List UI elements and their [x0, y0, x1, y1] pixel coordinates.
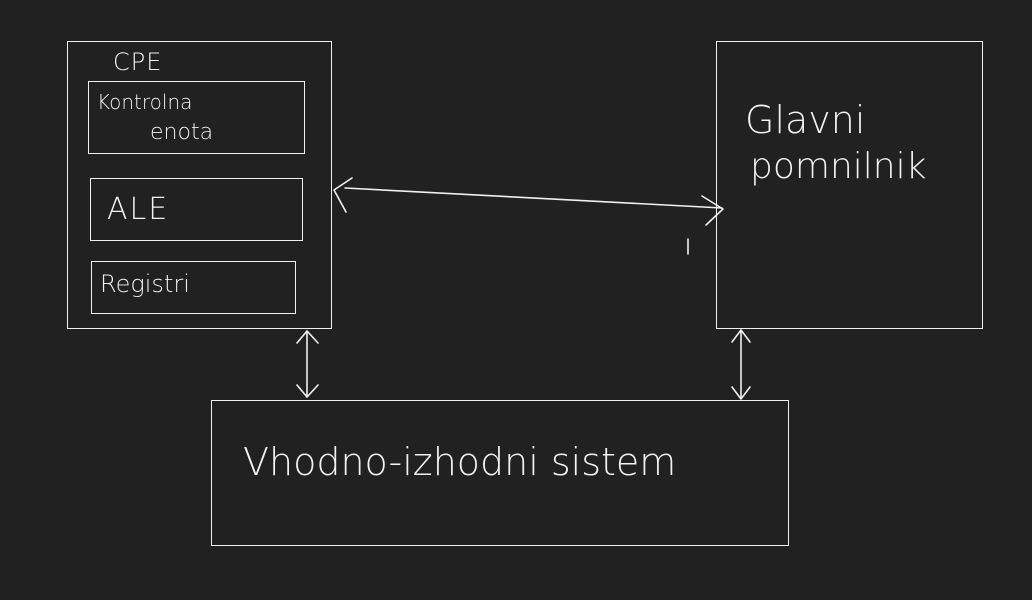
control-unit-box	[88, 81, 305, 154]
control-unit-label-line2: enota	[150, 120, 214, 145]
main-memory-box	[716, 41, 983, 329]
io-system-label: Vhodno-izhodni sistem	[243, 440, 677, 484]
control-unit-label-line1: Kontrolna	[97, 90, 193, 114]
cpu-box	[67, 41, 332, 329]
main-memory-label-line2: pomnilnik	[750, 146, 927, 187]
io-system-box	[211, 400, 789, 546]
cpu-memory-arrow	[333, 177, 724, 226]
main-memory-label-line1: Glavni	[745, 98, 866, 142]
cpu-io-arrow	[296, 330, 319, 398]
registers-label: Registri	[100, 270, 190, 298]
cpu-title: CPE	[113, 48, 163, 76]
alu-label: ALE	[107, 192, 170, 227]
alu-box	[90, 178, 303, 241]
registers-box	[91, 261, 296, 314]
memory-io-arrow	[731, 329, 751, 400]
